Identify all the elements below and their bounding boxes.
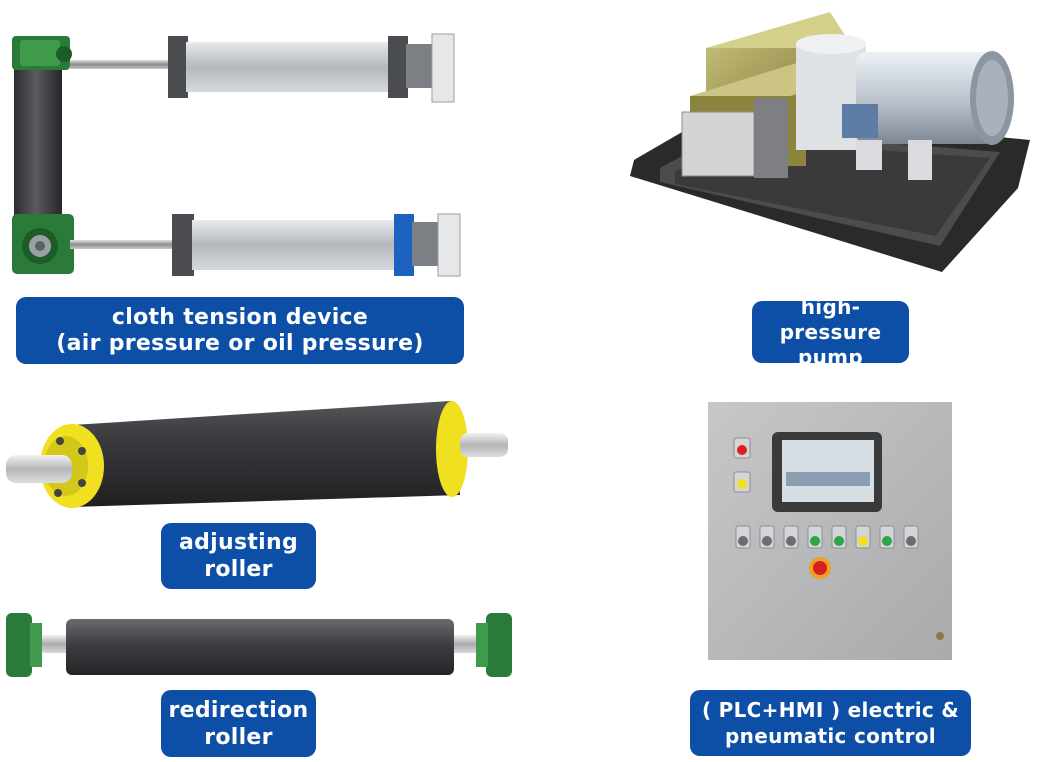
- adjusting-roller-label-line2: roller: [204, 557, 273, 582]
- control-label-line1: ( PLC+HMI ) electric &: [701, 698, 960, 722]
- redirection-roller-label-line1: redirection: [168, 697, 309, 723]
- adjusting-roller-label-line1: adjusting: [178, 530, 299, 555]
- pump-label-line1: high-pressure: [779, 294, 882, 344]
- plc-hmi-control-label: ( PLC+HMI ) electric & pneumatic control: [690, 690, 971, 756]
- high-pressure-pump-label: high-pressure pump: [752, 295, 909, 369]
- cloth-tension-label-line1: cloth tension device: [111, 304, 369, 330]
- adjusting-roller-label: adjusting roller: [161, 523, 316, 589]
- control-panel-image: [708, 402, 952, 660]
- cloth-tension-label-line2: (air pressure or oil pressure): [56, 330, 424, 356]
- pump-label-line2: pump: [798, 344, 863, 369]
- redirection-roller-image: [6, 613, 512, 677]
- redirection-roller-label: redirection roller: [161, 690, 316, 757]
- control-label-line2: pneumatic control: [725, 724, 936, 748]
- cloth-tension-device-image: [12, 33, 461, 277]
- cloth-tension-device-label: cloth tension device (air pressure or oi…: [16, 297, 464, 364]
- high-pressure-pump-image: [630, 12, 1030, 272]
- redirection-roller-label-line2: roller: [204, 724, 273, 750]
- adjusting-roller-image: [6, 401, 508, 508]
